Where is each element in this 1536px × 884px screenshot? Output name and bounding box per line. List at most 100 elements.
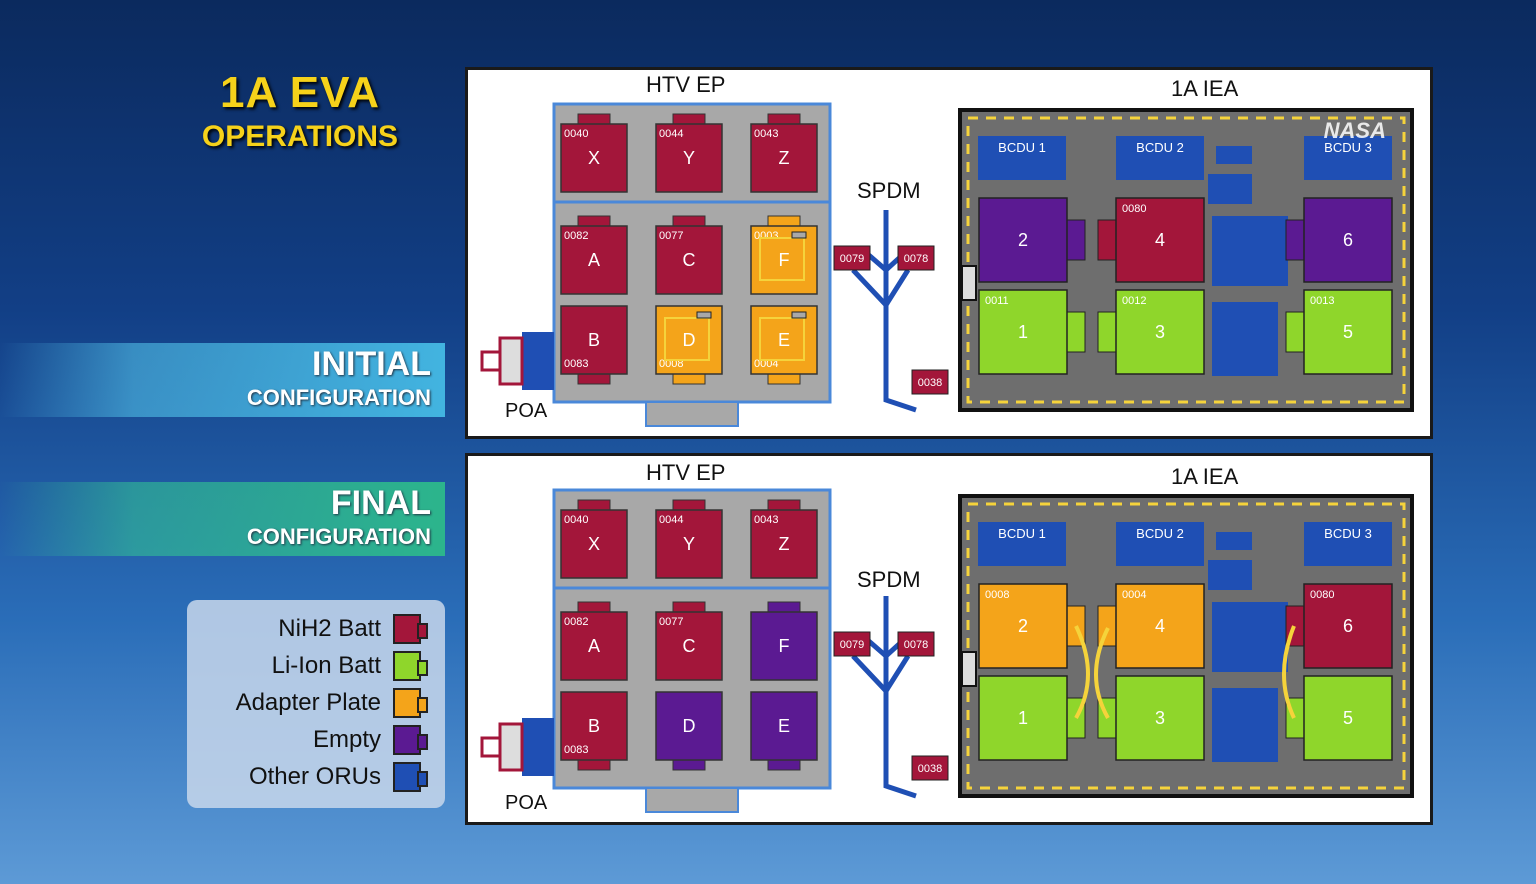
battery-body — [655, 225, 723, 295]
slot-letter: C — [683, 250, 696, 270]
poa-label: POA — [505, 400, 548, 422]
other-oru — [1212, 688, 1278, 762]
battery-serial: 0077 — [659, 230, 683, 242]
spdm-battery — [911, 755, 949, 781]
htv-ep-base — [645, 787, 739, 813]
battery-body — [1303, 583, 1393, 669]
battery-body — [750, 123, 818, 193]
battery-body — [1303, 675, 1393, 761]
legend-label: Other ORUs — [248, 763, 381, 790]
bcdu-box — [1304, 136, 1392, 180]
iea-slot-6: 6 0080 — [1285, 583, 1393, 669]
battery-handle — [1066, 219, 1086, 261]
slide-subtitle: OPERATIONS — [201, 120, 399, 153]
bcdu-box — [1304, 522, 1392, 566]
final-sublabel: CONFIGURATION — [246, 524, 431, 549]
iea-slot-4: 4 0080 — [1097, 197, 1205, 283]
legend-item-nih2: NiH2 Batt — [278, 614, 428, 644]
slot-number: 2 — [1018, 230, 1028, 250]
bcdu-box — [978, 522, 1066, 566]
other-oru — [1212, 302, 1278, 376]
slot-letter: Y — [683, 148, 695, 168]
htv-slot-d: D — [655, 691, 723, 771]
spdm-battery-serial: 0079 — [840, 639, 864, 651]
slot-letter: F — [779, 250, 790, 270]
slot-letter: Y — [683, 534, 695, 554]
spdm-battery-serial: 0038 — [918, 763, 942, 775]
transfer-arc — [1282, 625, 1296, 719]
legend: NiH2 Batt Li-Ion Batt Adapter Plate Empt… — [187, 600, 445, 808]
slot-letter: F — [779, 636, 790, 656]
battery-handle — [1097, 311, 1117, 353]
slot-letter: Z — [779, 534, 790, 554]
iea-slot-3: 3 — [1097, 675, 1205, 761]
battery-serial: 0040 — [564, 514, 588, 526]
legend-label: Adapter Plate — [235, 689, 381, 716]
nasa-logo: NASA — [1323, 118, 1386, 143]
slot-letter: D — [683, 330, 696, 350]
battery-serial: 0083 — [564, 358, 588, 370]
bcdu-label: BCDU 2 — [1136, 140, 1184, 155]
bcdu-box — [1116, 522, 1204, 566]
battery-body — [655, 691, 723, 761]
battery-body — [978, 289, 1068, 375]
battery-handle — [1285, 219, 1305, 261]
poa-tip — [480, 350, 502, 372]
other-oru — [1212, 602, 1288, 672]
spdm-battery-serial: 0079 — [840, 253, 864, 265]
spdm-battery-serial: 0078 — [904, 639, 928, 651]
bcdu-label: BCDU 3 — [1324, 140, 1372, 155]
battery-body — [560, 225, 628, 295]
other-oru — [1208, 174, 1252, 204]
legend-label: Empty — [312, 726, 381, 753]
battery-body — [750, 691, 818, 761]
htv-slot-f: F — [750, 601, 818, 681]
battery-body — [560, 509, 628, 579]
iea-slot-5: 5 — [1285, 675, 1393, 761]
other-oru — [1212, 216, 1288, 286]
battery-serial: 0080 — [1122, 203, 1146, 215]
battery-body — [978, 583, 1068, 669]
initial-diagram: X0040Y0044Z0043A0082C0077F0003B0083D0008… — [480, 102, 1414, 427]
battery-body — [1115, 197, 1205, 283]
battery-serial: 0013 — [1310, 295, 1334, 307]
slot-number: 6 — [1343, 616, 1353, 636]
bcdu-label: BCDU 1 — [998, 526, 1046, 541]
spdm-hands — [851, 634, 911, 693]
poa-grapple — [498, 336, 524, 386]
battery-body — [655, 123, 723, 193]
slot-letter: B — [588, 330, 600, 350]
legend-swatch — [393, 688, 428, 718]
slot-number: 4 — [1155, 230, 1165, 250]
battery-serial: 0044 — [659, 128, 683, 140]
battery-body — [1115, 583, 1205, 669]
battery-body — [560, 611, 628, 681]
spdm-battery — [833, 631, 871, 657]
slot-number: 3 — [1155, 708, 1165, 728]
slot-number: 6 — [1343, 230, 1353, 250]
htv-ep-base — [645, 401, 739, 427]
iea-label: 1A IEA — [1171, 76, 1239, 101]
adapter-outline — [664, 317, 710, 361]
iea-rail — [966, 116, 1406, 404]
battery-serial: 0080 — [1310, 589, 1334, 601]
battery-body — [560, 691, 628, 761]
adapter-latch — [696, 311, 712, 319]
battery-serial: 0043 — [754, 128, 778, 140]
spdm-arm: 0079 0078 0038 — [833, 596, 949, 799]
battery-serial: 0012 — [1122, 295, 1146, 307]
legend-swatch — [393, 614, 428, 644]
slot-number: 5 — [1343, 708, 1353, 728]
adapter-outline — [759, 317, 805, 361]
battery-body — [750, 611, 818, 681]
